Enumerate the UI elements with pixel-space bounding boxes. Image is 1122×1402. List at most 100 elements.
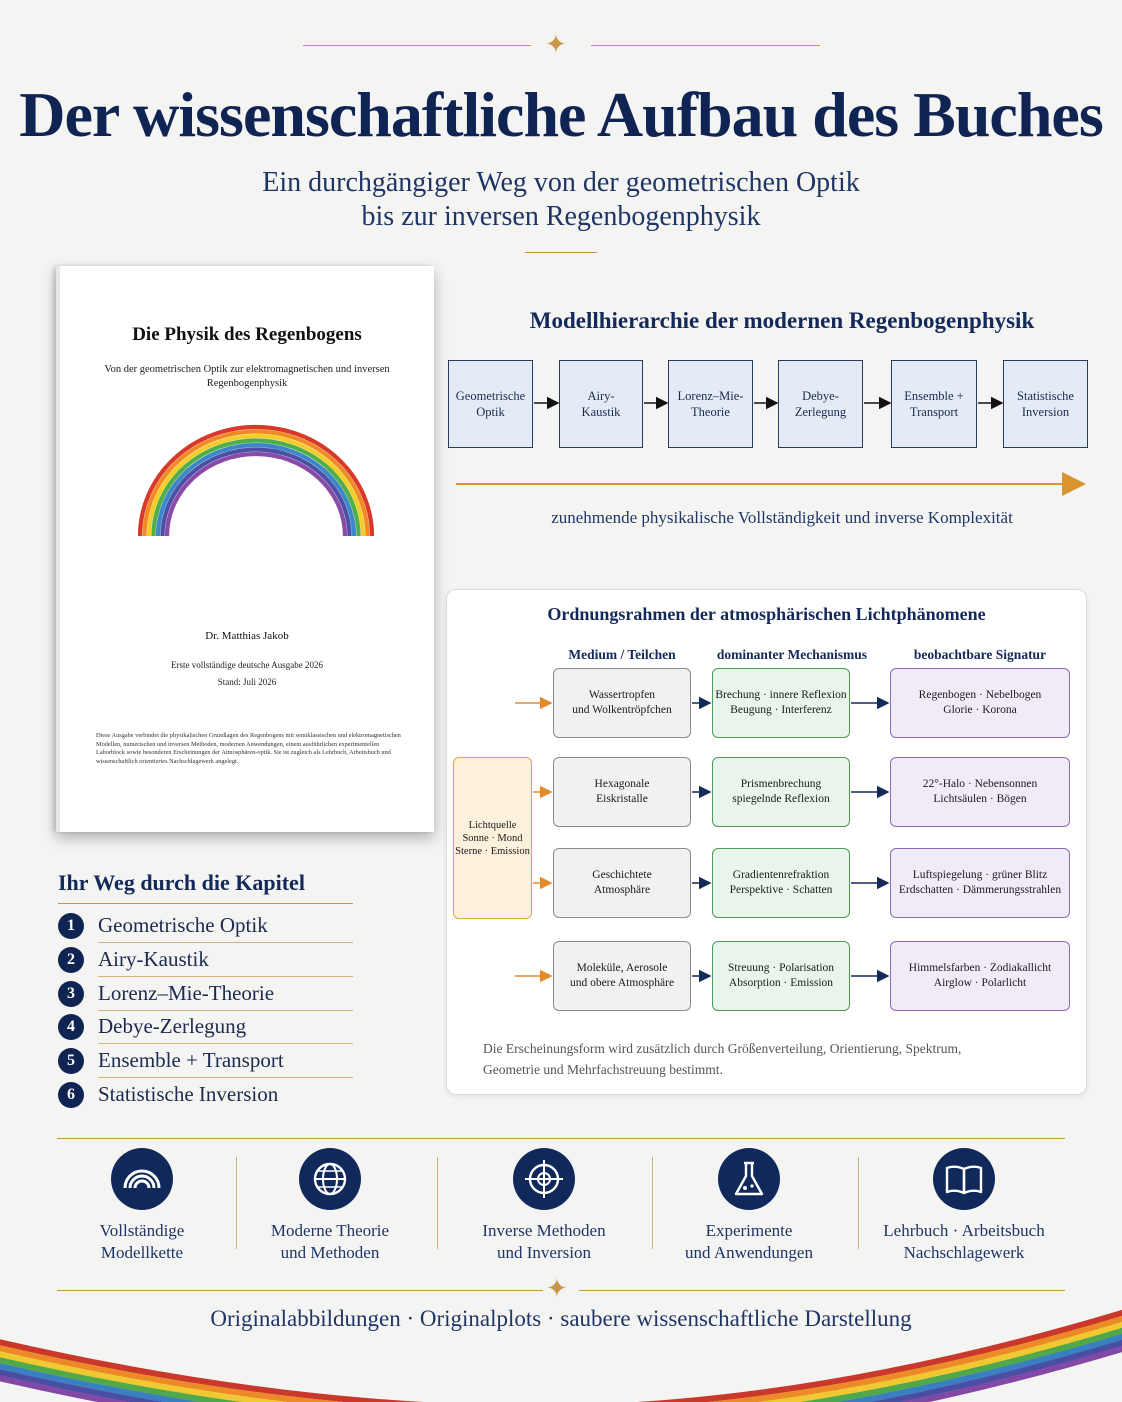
model-box: Debye- Zerlegung bbox=[778, 360, 863, 448]
star-ornament-icon: ✦ bbox=[545, 30, 567, 59]
page-title: Der wissenschaftliche Aufbau des Buches bbox=[19, 79, 1103, 150]
chapter-label: Ensemble + Transport bbox=[98, 1048, 284, 1073]
book-subtitle: Von der geometrischen Optik zur elektrom… bbox=[96, 363, 398, 391]
crosshair-icon bbox=[513, 1148, 575, 1210]
feature-label-line-1: Moderne Theorie bbox=[270, 1221, 390, 1240]
book-subtitle-line-2: Regenbogenphysik bbox=[206, 378, 288, 389]
medium-cell-line-2: und Wolkentröpfchen bbox=[572, 704, 672, 716]
header-rule-left bbox=[303, 45, 531, 46]
signature-cell-line-2: Airglow · Polarlicht bbox=[933, 977, 1027, 989]
feature-divider bbox=[236, 1157, 237, 1249]
feature-label-line-2: Nachschlagewerk bbox=[903, 1243, 1025, 1262]
chapter-number-badge: 2 bbox=[58, 946, 84, 973]
mechanism-cell-line-2: Absorption · Emission bbox=[728, 977, 834, 989]
globe-icon bbox=[299, 1148, 361, 1210]
flask-icon bbox=[718, 1148, 780, 1210]
book-subtitle-line-1: Von der geometrischen Optik zur elektrom… bbox=[104, 364, 390, 375]
chapter-label: Statistische Inversion bbox=[98, 1082, 279, 1106]
book-edition: Erste vollständige deutsche Ausgabe 2026 bbox=[171, 660, 323, 670]
rainbow-band-violet bbox=[164, 451, 348, 537]
rainbow-illustration bbox=[137, 424, 375, 537]
feature-label-line-1: Vollständige bbox=[99, 1221, 185, 1240]
rainbow-band-indigo bbox=[160, 447, 352, 537]
book-cover: Die Physik des Regenbogens Von der geome… bbox=[56, 266, 434, 832]
features-top-rule bbox=[57, 1138, 1065, 1139]
chapter-label: Debye-Zerlegung bbox=[98, 1014, 247, 1039]
model-box-line-2: Inversion bbox=[1021, 405, 1070, 419]
bottom-rainbow-orange bbox=[0, 1315, 1122, 1402]
mechanism-cell-line-2: Perspektive · Schatten bbox=[729, 884, 833, 896]
model-box-line-1: Airy- bbox=[587, 389, 615, 403]
model-box: Airy-Kaustik bbox=[559, 360, 643, 448]
light-source-line-1: Lichtquelle bbox=[468, 819, 517, 831]
framework-title: Ordnungsrahmen der atmosphärischen Licht… bbox=[547, 604, 986, 624]
feature-divider bbox=[437, 1157, 438, 1249]
chapter-divider bbox=[98, 975, 353, 977]
feature-label-line-1: Experimente bbox=[705, 1221, 793, 1240]
bottom-rainbow-blue bbox=[0, 1333, 1122, 1402]
book-status: Stand: Juli 2026 bbox=[217, 677, 277, 687]
medium-cell-line-1: Geschichtete bbox=[592, 869, 652, 881]
light-source-line-2: Sonne · Mond bbox=[462, 832, 523, 844]
signature-cell-line-1: Regenbogen · Nebelbogen bbox=[918, 689, 1042, 701]
column-header-mechanism: dominanter Mechanismus bbox=[716, 647, 868, 662]
model-box-line-2: Zerlegung bbox=[794, 405, 847, 419]
feature-item: Experimente und Anwendungen bbox=[644, 1148, 854, 1264]
framework-note: Die Erscheinungsform wird zusätzlich dur… bbox=[483, 1038, 1063, 1080]
model-box-line-2: Theorie bbox=[691, 405, 730, 419]
feature-label-line-2: und Inversion bbox=[497, 1243, 591, 1262]
mechanism-cell-line-1: Gradientenrefraktion bbox=[732, 869, 830, 881]
chapters-heading-rule bbox=[58, 903, 353, 904]
medium-cell: Moleküle, Aerosole und obere Atmosphäre bbox=[553, 941, 691, 1011]
model-box-line-1: Geometrische bbox=[455, 389, 526, 403]
chapter-number-badge: 3 bbox=[58, 980, 84, 1007]
signature-cell-line-1: 22°-Halo · Nebensonnen bbox=[922, 778, 1038, 790]
chapter-number-badge: 5 bbox=[58, 1048, 84, 1075]
page-subtitle: Ein durchgängiger Weg von der geometrisc… bbox=[0, 166, 1122, 234]
medium-cell-line-1: Moleküle, Aerosole bbox=[576, 962, 668, 974]
subtitle-line-2: bis zur inversen Regenbogenphysik bbox=[361, 201, 761, 232]
bottom-rainbow-green bbox=[0, 1327, 1122, 1402]
footer-rule-right bbox=[579, 1290, 1065, 1291]
bottom-rainbow-decoration bbox=[0, 1309, 1122, 1402]
model-box-line-2: Transport bbox=[909, 405, 959, 419]
book-title: Die Physik des Regenbogens bbox=[132, 324, 362, 345]
framework-note-line-1: Die Erscheinungsform wird zusätzlich dur… bbox=[483, 1041, 962, 1056]
medium-cell-line-1: Wassertropfen bbox=[588, 689, 656, 701]
framework-note-line-2: Geometrie und Mehrfachstreuung bestimmt. bbox=[483, 1062, 723, 1077]
medium-cell-line-1: Hexagonale bbox=[594, 778, 650, 790]
chapter-number-badge: 6 bbox=[58, 1082, 84, 1108]
rainbow-band-red bbox=[137, 424, 375, 537]
bottom-rainbow-red bbox=[0, 1309, 1122, 1402]
signature-cell-line-2: Erdschatten · Dämmerungsstrahlen bbox=[898, 884, 1062, 896]
model-box-line-1: Debye- bbox=[802, 389, 839, 403]
feature-divider bbox=[652, 1157, 653, 1249]
rainbow-band-yellow bbox=[146, 433, 366, 537]
model-box: Lorenz–Mie-Theorie bbox=[668, 360, 753, 448]
chapter-number-badge: 1 bbox=[58, 913, 84, 939]
column-header-signature: beobachtbare Signatur bbox=[913, 647, 1047, 662]
footer-tagline: Originalabbildungen · Originalplots · sa… bbox=[210, 1306, 912, 1331]
chapter-item: 5 Ensemble + Transport bbox=[58, 1045, 353, 1079]
feature-label-line-2: und Anwendungen bbox=[685, 1243, 813, 1262]
medium-cell-line-2: und obere Atmosphäre bbox=[569, 977, 675, 989]
model-box-line-1: Statistische bbox=[1017, 389, 1074, 403]
hierarchy-title: Modellhierarchie der modernen Regenbogen… bbox=[529, 308, 1035, 333]
mechanism-cell-line-1: Prismenbrechung bbox=[740, 778, 822, 790]
